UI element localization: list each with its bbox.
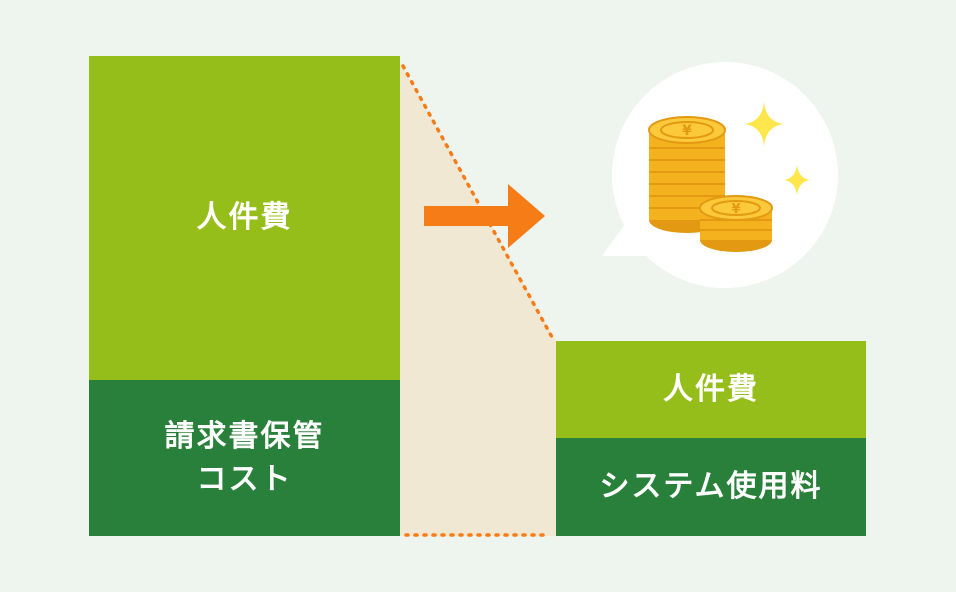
svg-text:¥: ¥ (731, 202, 740, 217)
yen-coins-icon: ¥ ¥ (648, 116, 773, 252)
after-system-fee-block: システム使用料 (556, 438, 866, 536)
right-arrow-icon (424, 184, 545, 248)
before-labor-cost-label: 人件費 (196, 200, 293, 236)
reduction-top-dotted-line (401, 64, 555, 341)
before-labor-cost-block: 人件費 (89, 56, 400, 380)
after-labor-cost-label: 人件費 (663, 371, 759, 407)
before-storage-cost-block: 請求書保管 コスト (89, 380, 400, 536)
savings-speech-bubble: ¥ ¥ (602, 62, 838, 288)
system-fee-label: システム使用料 (599, 469, 823, 505)
sparkle-icon (744, 102, 810, 196)
after-labor-cost-block: 人件費 (556, 341, 866, 438)
reduction-area (400, 62, 556, 536)
invoice-storage-cost-label: 請求書保管 コスト (164, 418, 325, 498)
svg-text:¥: ¥ (682, 123, 692, 139)
